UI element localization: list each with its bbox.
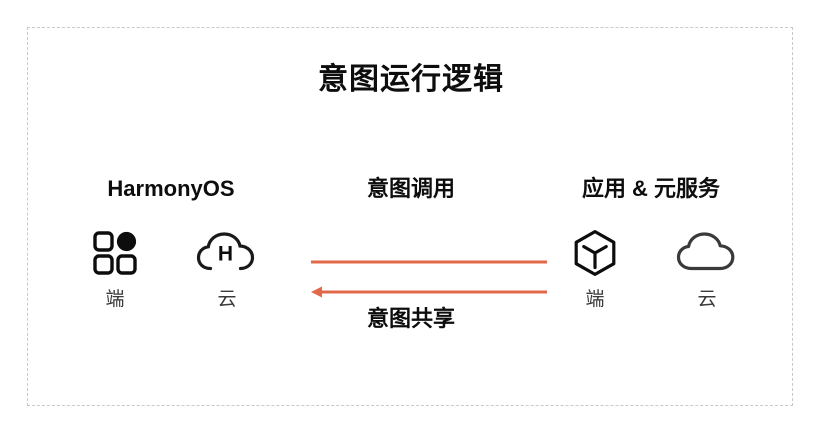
harmonyos-device-label: 端 <box>105 289 125 310</box>
diagram-frame: 意图运行逻辑 HarmonyOS 端 <box>27 27 793 406</box>
app-grid-icon <box>92 230 138 276</box>
harmonyos-device-node: 端 <box>79 230 151 309</box>
apps-services-heading: 应用 & 元服务 <box>581 176 721 201</box>
cloud-icon <box>676 230 738 276</box>
harmonyos-heading: HarmonyOS <box>107 176 235 201</box>
apps-device-node: 端 <box>559 230 631 309</box>
arrow-share-icon <box>311 286 547 298</box>
intent-invoke-caption: 意图调用 <box>366 176 455 201</box>
harmony-cloud-icon: H <box>196 230 258 276</box>
flow-center: 意图调用 意图共享 <box>283 176 547 338</box>
package-cube-icon <box>572 230 618 276</box>
harmonyos-node-row: 端 H 云 <box>56 230 286 309</box>
apps-services-group: 应用 & 元服务 端 云 <box>536 178 766 309</box>
intent-share-caption: 意图共享 <box>366 306 455 331</box>
harmonyos-group: HarmonyOS 端 H <box>56 178 286 309</box>
arrow-invoke-icon <box>311 260 547 264</box>
apps-device-label: 端 <box>585 289 605 310</box>
svg-text:H: H <box>218 243 233 266</box>
apps-cloud-label: 云 <box>697 289 717 310</box>
apps-cloud-node: 云 <box>671 230 743 309</box>
harmonyos-cloud-label: 云 <box>217 289 237 310</box>
page-title: 意图运行逻辑 <box>318 63 504 96</box>
apps-services-node-row: 端 云 <box>536 230 766 309</box>
harmonyos-cloud-node: H 云 <box>191 230 263 309</box>
